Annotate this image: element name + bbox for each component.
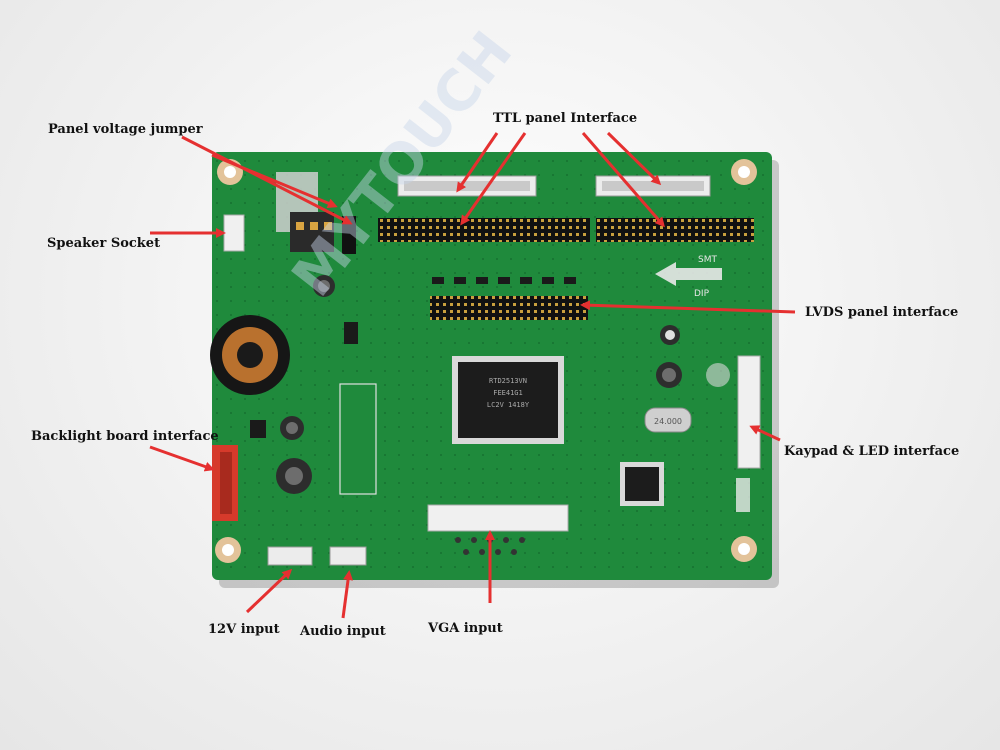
chip-line-1: RTD2513VN xyxy=(489,377,527,385)
label-ttl-panel-interface: TTL panel Interface xyxy=(493,111,638,126)
label-speaker-socket: Speaker Socket xyxy=(47,236,161,251)
power-connector xyxy=(267,546,313,566)
crystal xyxy=(644,407,692,433)
crystal-text: 24.000 xyxy=(654,417,682,426)
panel-voltage-jumper xyxy=(290,212,334,252)
audio-connector xyxy=(329,546,367,566)
main-scaler-chip: RTD2513VN FEE41G1 LC2V 1418Y xyxy=(452,356,564,444)
label-panel-voltage-jumper: Panel voltage jumper xyxy=(48,122,203,137)
speaker-socket xyxy=(223,214,245,252)
label-12v-input: 12V input xyxy=(208,622,280,637)
ttl-pin-header-2 xyxy=(596,218,754,242)
label-keypad-led-interface: Kaypad & LED interface xyxy=(784,444,960,459)
vga-connector xyxy=(427,504,569,532)
label-lvds-panel-interface: LVDS panel interface xyxy=(805,305,959,320)
label-vga-input: VGA input xyxy=(428,621,503,636)
chip-line-2: FEE41G1 xyxy=(493,389,523,397)
label-audio-input: Audio input xyxy=(300,624,386,639)
dip-silk: DIP xyxy=(694,289,710,299)
chip-line-3: LC2V 1418Y xyxy=(487,401,530,409)
lvds-pin-header xyxy=(430,296,588,320)
resistor-array xyxy=(432,277,576,284)
annotation-arrows xyxy=(149,131,796,619)
smt-silk: SMT xyxy=(698,255,717,265)
label-backlight-board-interface: Backlight board interface xyxy=(31,429,219,444)
keypad-led-connector xyxy=(737,355,761,469)
jumper-header xyxy=(342,216,356,254)
small-ics xyxy=(250,322,377,495)
ttl-pin-header-1 xyxy=(378,218,590,242)
mounting-holes xyxy=(215,159,757,563)
electrolytic-capacitors xyxy=(276,275,730,494)
